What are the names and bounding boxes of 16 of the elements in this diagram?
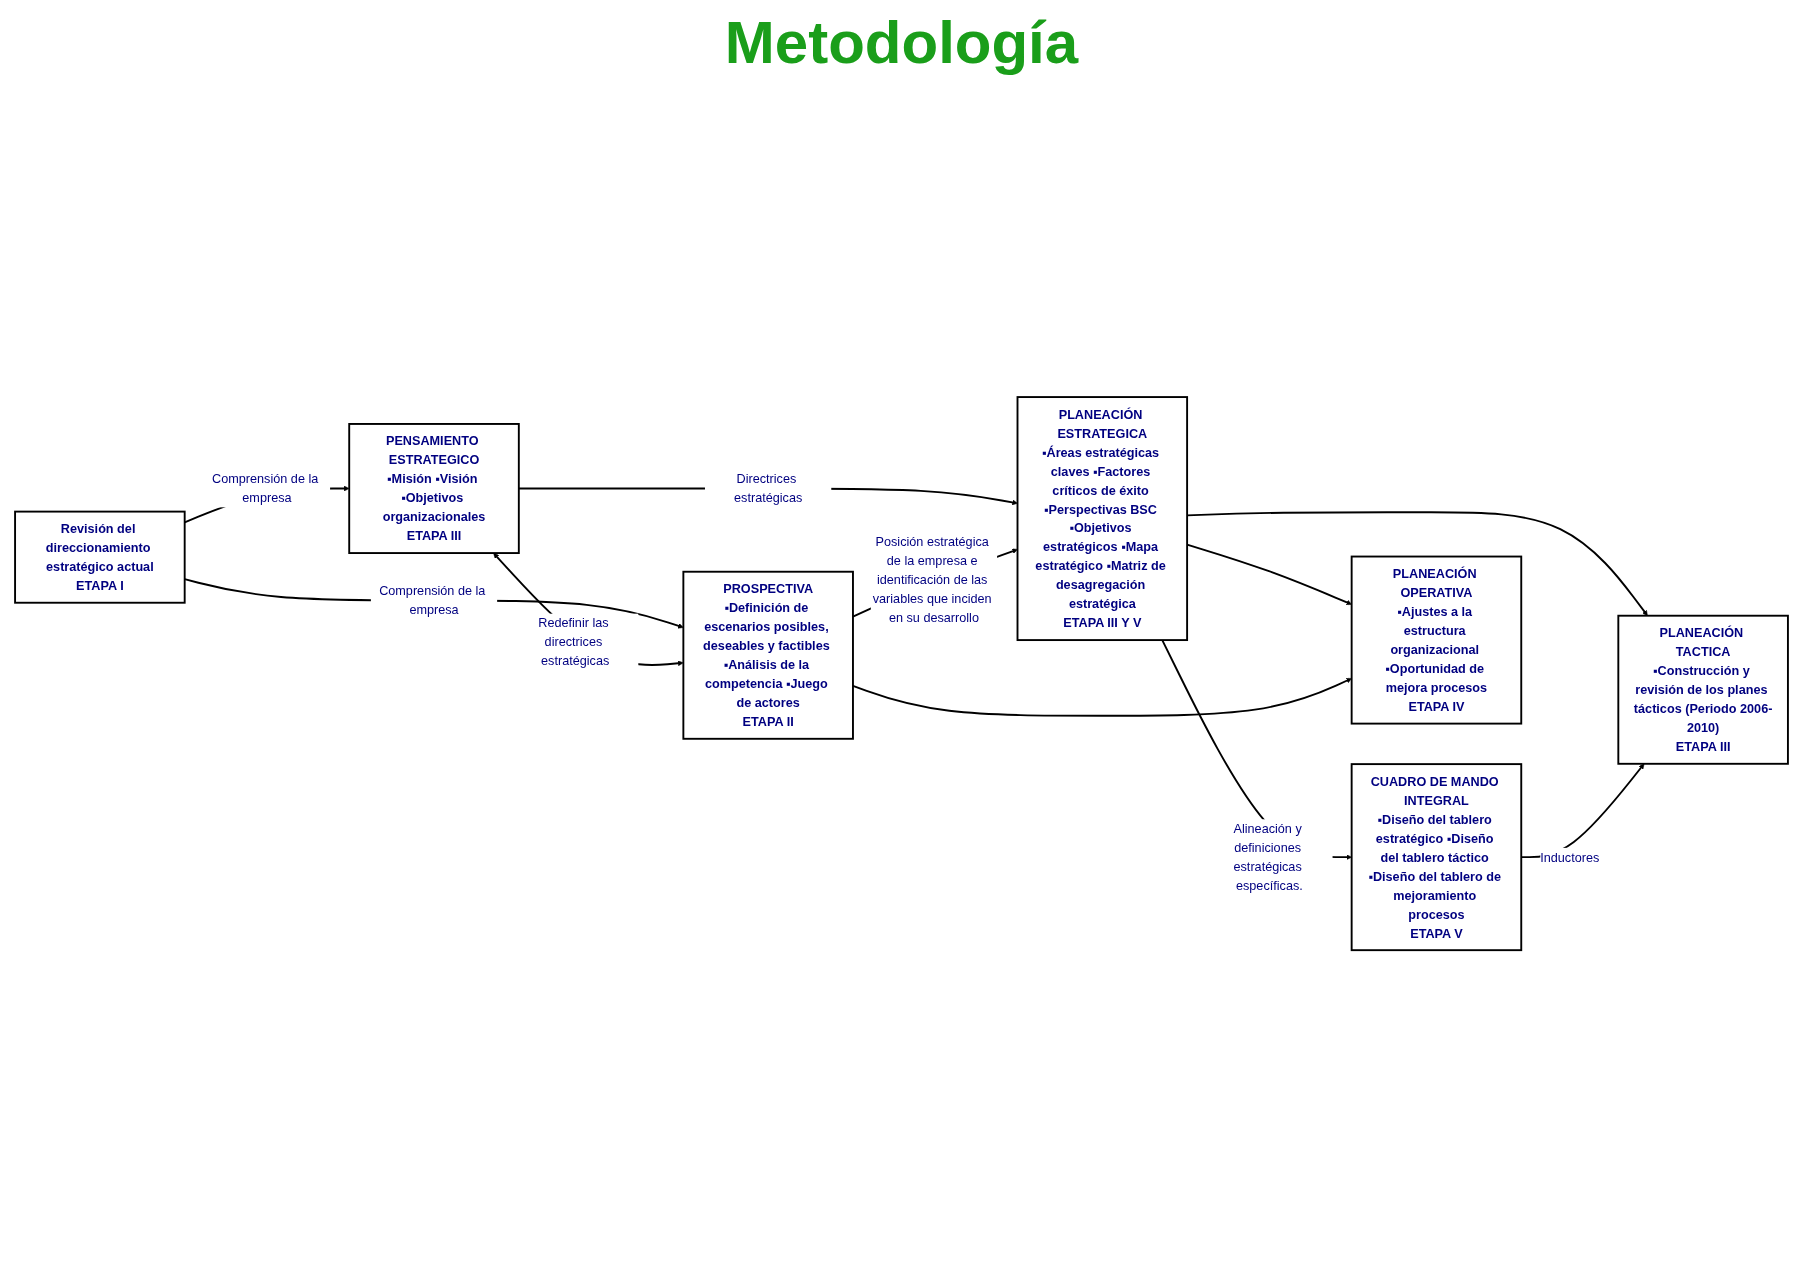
edge-label: Comprensión de la empresa — [212, 472, 319, 506]
edge-label: Alineación y definiciones estratégicas específicas. — [1233, 822, 1303, 893]
node-box: Revisión del direccionamiento estratégico actual ETAPA I — [14, 511, 186, 605]
edge-label: Comprensión de la empresa — [379, 584, 486, 618]
node-box: PLANEACIÓN ESTRATEGICA ▪Áreas estratégicas claves ▪Factores críticos de éxito ▪Perspectivas BSC ▪Objetivos estratégicos ▪Mapa estratégico ▪Matriz de desagregación estratégica ETAPA III Y V — [1016, 396, 1189, 642]
diagram-title: Metodología — [724, 8, 1079, 77]
node-box: CUADRO DE MANDO INTEGRAL ▪Diseño del tablero estratégico ▪Diseño del tablero táctico ▪Diseño del tablero de mejoramiento procesos ETAPA V — [1350, 763, 1523, 952]
edge-label: Directrices estratégicas — [734, 472, 803, 506]
node-box: PLANEACIÓN TACTICA ▪Construcción y revisión de los planes tácticos (Periodo 2006-2010) ETAPA III — [1617, 615, 1789, 766]
edge-label: Inductores — [1540, 850, 1600, 865]
edge-label: Redefinir las directrices estratégicas — [538, 616, 610, 669]
node-box: PROSPECTIVA ▪Definición de escenarios posibles, deseables y factibles ▪Análisis de la competencia ▪Juego de actores ETAPA II — [682, 571, 854, 741]
arrow — [852, 678, 1352, 718]
node-box: PLANEACIÓN OPERATIVA ▪Ajustes a la estructura organizacional ▪Oportunidad de mejora procesos ETAPA IV — [1350, 555, 1523, 725]
edge-label: Posición estratégica de la empresa e identificación de las variables que inciden en su desarrollo — [872, 535, 992, 626]
node-box: PENSAMIENTO ESTRATEGICO ▪Misión ▪Visión ▪Objetivos organizacionales ETAPA III — [348, 423, 520, 555]
